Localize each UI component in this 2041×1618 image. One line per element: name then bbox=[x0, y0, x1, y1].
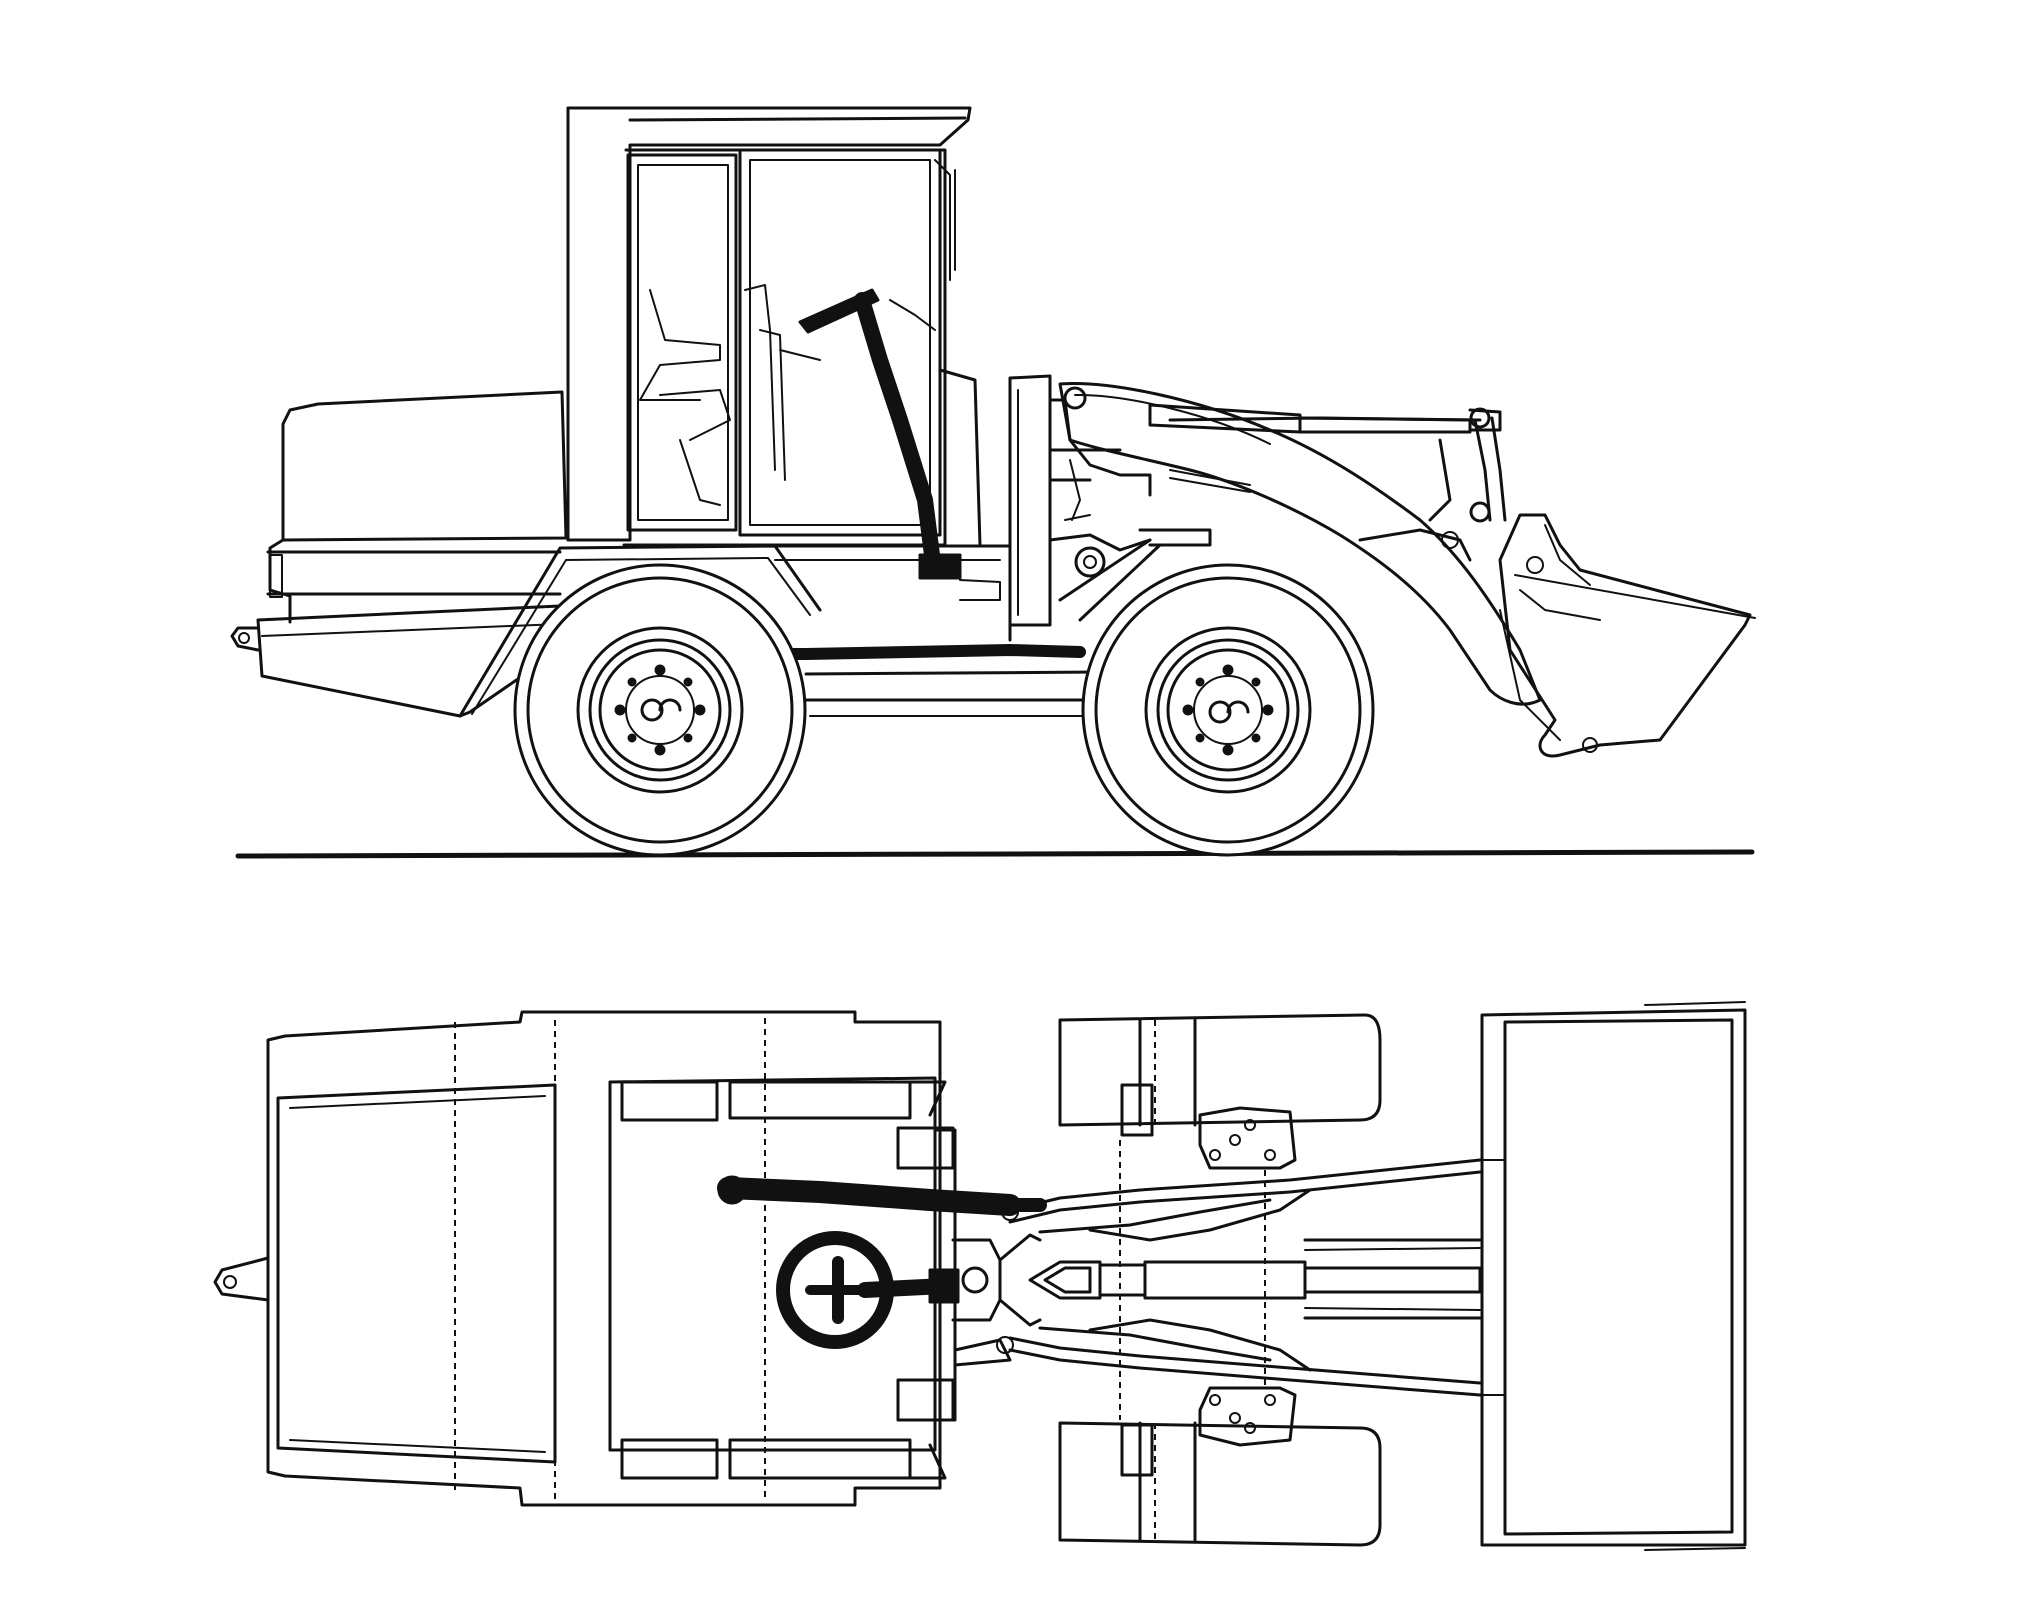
front-wheel bbox=[1081, 563, 1375, 857]
loader-arms-top bbox=[1008, 1158, 1482, 1397]
side-view bbox=[230, 106, 1756, 859]
steering-wheel-top bbox=[717, 1175, 1047, 1349]
rear-body-top bbox=[213, 1010, 957, 1507]
ground-line bbox=[235, 849, 1755, 859]
loader-arm-side bbox=[1058, 382, 1542, 706]
rear-fender bbox=[458, 544, 822, 718]
front-wheels-top bbox=[1058, 1013, 1382, 1547]
top-view bbox=[213, 1001, 1747, 1551]
rear-engine-housing bbox=[230, 390, 568, 718]
rear-wheel bbox=[513, 563, 807, 857]
bucket-side bbox=[1498, 513, 1756, 758]
articulation-joint bbox=[951, 1203, 1042, 1367]
bucket-top bbox=[1480, 1001, 1747, 1551]
front-axle-top bbox=[1119, 1106, 1297, 1447]
